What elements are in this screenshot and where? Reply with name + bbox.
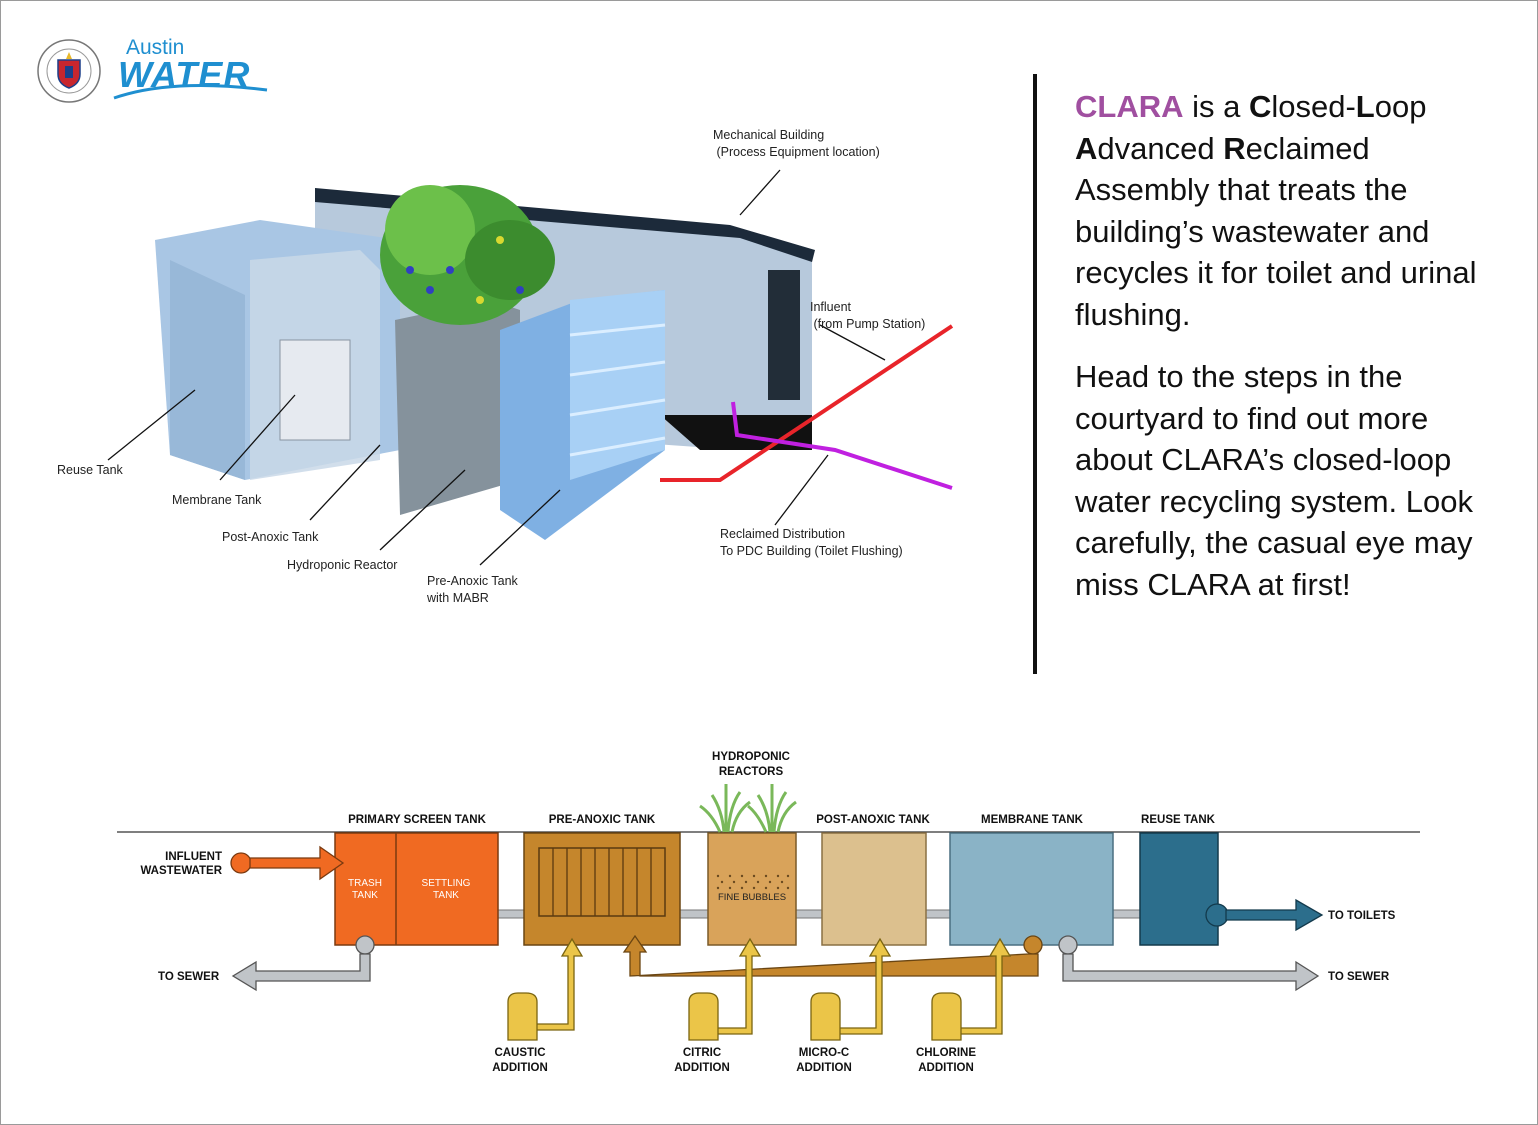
vertical-divider (1033, 74, 1037, 674)
leader-line (739, 169, 781, 216)
leader-line (479, 489, 561, 566)
to-sewer-right-arrow (1062, 953, 1320, 992)
citric-label-2: ADDITION (674, 1062, 730, 1074)
leader-line (774, 454, 829, 526)
label-influent: Influent (from Pump Station) (810, 300, 926, 331)
chlorine-feed-line (957, 937, 1012, 1035)
pre-anoxic-tank (523, 832, 681, 946)
trash-tank-label-2: TANK (352, 890, 378, 901)
logo-austin-text: Austin (126, 36, 185, 59)
citric-feed-line (715, 937, 762, 1035)
microc-feed-line (837, 937, 892, 1035)
mabr-module (538, 847, 666, 917)
fine-bubbles-dots (716, 874, 790, 890)
reclaimed-pipe (731, 401, 953, 490)
primary-screen-tank (334, 832, 499, 946)
hydroponic-label-1: HYDROPONIC (712, 751, 790, 763)
reuse-tank-label: REUSE TANK (1141, 814, 1216, 826)
leader-line (107, 389, 196, 461)
leader-line (309, 444, 381, 521)
city-seal-icon (37, 39, 101, 103)
microc-label-1: MICRO-C (799, 1047, 849, 1059)
recycle-outlet-icon (1023, 935, 1043, 955)
influent-label-1: INFLUENT (165, 851, 222, 863)
label-hydroponic-reactor: Hydroponic Reactor (287, 558, 398, 572)
citric-label-1: CITRIC (683, 1047, 721, 1059)
process-flow-diagram: PRIMARY SCREEN TANK TRASH TANK SETTLING … (117, 751, 1420, 1074)
building-door (768, 270, 800, 400)
label-mechanical-building: Mechanical Building (Process Equipment l… (713, 128, 880, 159)
pre-anoxic-tank-label: PRE-ANOXIC TANK (549, 814, 656, 826)
leader-line (219, 394, 296, 481)
trash-tank-label-1: TRASH (348, 878, 382, 889)
connector-pipe (679, 909, 709, 919)
clara-name: CLARA (1075, 89, 1184, 124)
caustic-tank-icon (507, 992, 538, 1041)
citric-tank-icon (688, 992, 719, 1041)
microc-tank-icon (810, 992, 841, 1041)
to-toilets-arrow (1225, 898, 1324, 932)
influent-pipe (660, 324, 954, 482)
sewer-outlet-right-icon (1058, 935, 1078, 955)
chlorine-label-1: CHLORINE (916, 1047, 976, 1059)
hydroponic-label-2: REACTORS (719, 766, 784, 778)
logo-water-text: WATER (118, 54, 251, 95)
influent-arrow (249, 845, 345, 881)
hydroponic-reactors-tank (707, 832, 797, 946)
to-sewer-left-arrow (231, 953, 371, 992)
clara-description: CLARA is a Closed-Loop Advanced Reclaime… (1075, 89, 1477, 332)
connector-pipe (925, 909, 951, 919)
label-membrane-tank: Membrane Tank (172, 493, 262, 507)
logo-wave-icon (113, 84, 268, 100)
membrane-tank-label: MEMBRANE TANK (981, 814, 1084, 826)
hydroponic-plants-icon (699, 784, 797, 833)
to-sewer-left-label: TO SEWER (158, 971, 220, 983)
fine-bubbles-label: FINE BUBBLES (718, 892, 786, 903)
sewer-outlet-left-icon (355, 935, 375, 955)
internal-recycle-line (622, 934, 1039, 977)
reuse-outlet-icon (1205, 903, 1229, 927)
membrane-module (279, 339, 351, 441)
to-sewer-right-label: TO SEWER (1328, 971, 1390, 983)
hydroponic-planter (395, 300, 520, 515)
label-reuse-tank: Reuse Tank (57, 463, 123, 477)
clara-3d-model (107, 169, 954, 566)
primary-screen-tank-label: PRIMARY SCREEN TANK (348, 814, 486, 826)
label-post-anoxic-tank: Post-Anoxic Tank (222, 530, 319, 544)
influent-source-icon (230, 852, 252, 874)
connector-pipe (795, 909, 823, 919)
connector-pipe (1112, 909, 1141, 919)
to-toilets-label: TO TOILETS (1328, 910, 1396, 922)
influent-label-2: WASTEWATER (140, 865, 222, 877)
membrane-tank (949, 832, 1114, 946)
settling-tank-label-2: TANK (433, 890, 459, 901)
microc-label-2: ADDITION (796, 1062, 852, 1074)
courtyard-description: Head to the steps in the courtyard to fi… (1075, 359, 1473, 602)
caustic-feed-line (535, 937, 584, 1031)
caustic-label-1: CAUSTIC (494, 1047, 545, 1059)
leader-line (379, 469, 466, 551)
connector-pipe (497, 909, 525, 919)
leader-line (819, 324, 886, 361)
chlorine-label-2: ADDITION (918, 1062, 974, 1074)
post-anoxic-tank-label: POST-ANOXIC TANK (816, 814, 930, 826)
caustic-label-2: ADDITION (492, 1062, 548, 1074)
settling-tank-label-1: SETTLING (422, 878, 471, 889)
post-anoxic-tank (821, 832, 927, 946)
reuse-tank (1139, 832, 1219, 946)
chlorine-tank-icon (931, 992, 962, 1041)
